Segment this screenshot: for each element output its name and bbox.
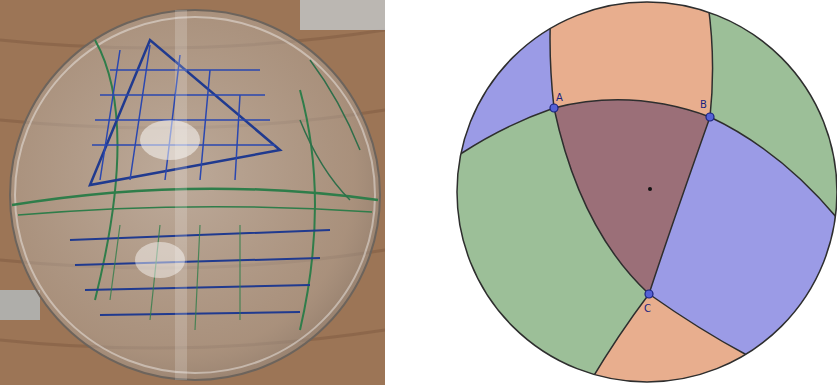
great-circle-arcs bbox=[440, 0, 837, 385]
vertex-points bbox=[550, 104, 714, 298]
point-label: A bbox=[556, 93, 563, 103]
sphere-photo bbox=[0, 0, 385, 385]
point-label: B bbox=[700, 100, 707, 110]
sphere-outline bbox=[457, 2, 837, 382]
region bbox=[585, 294, 770, 385]
center-dot bbox=[648, 187, 652, 191]
point-label: C bbox=[644, 304, 651, 314]
sphere-regions bbox=[440, 0, 837, 385]
region bbox=[550, 0, 713, 117]
spherical-triangle bbox=[554, 100, 710, 294]
